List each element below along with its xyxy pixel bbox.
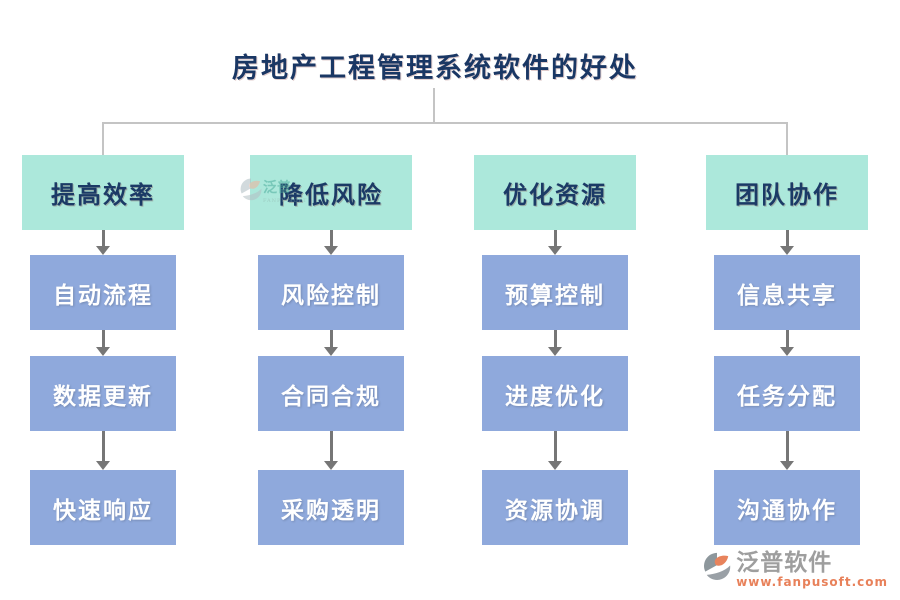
footer-brand: 泛普软件 www.fanpusoft.com bbox=[702, 551, 888, 588]
benefit-box: 沟通协作 bbox=[714, 470, 860, 545]
benefit-box: 自动流程 bbox=[30, 255, 176, 330]
down-arrow-icon bbox=[548, 431, 562, 470]
benefit-box: 采购透明 bbox=[258, 470, 404, 545]
category-column-efficiency: 提高效率 自动流程 数据更新 快速响应 bbox=[22, 155, 184, 545]
down-arrow-icon bbox=[324, 431, 338, 470]
arrow-stem bbox=[101, 330, 105, 347]
category-box: 提高效率 bbox=[22, 155, 184, 230]
fanpu-logo-icon bbox=[704, 552, 731, 581]
benefit-box: 资源协调 bbox=[482, 470, 628, 545]
arrow-stem bbox=[785, 330, 789, 347]
arrow-stem bbox=[785, 431, 789, 461]
category-box: 优化资源 bbox=[474, 155, 636, 230]
arrow-head-icon bbox=[324, 347, 338, 356]
benefit-box: 风险控制 bbox=[258, 255, 404, 330]
arrow-stem bbox=[329, 230, 333, 246]
arrow-head-icon bbox=[780, 246, 794, 255]
brand-name: 泛普软件 bbox=[736, 549, 833, 576]
arrow-head-icon bbox=[96, 347, 110, 356]
arrow-head-icon bbox=[780, 347, 794, 356]
benefit-box: 信息共享 bbox=[714, 255, 860, 330]
tree-connector-stub-left bbox=[102, 122, 104, 155]
arrow-head-icon bbox=[548, 347, 562, 356]
arrow-head-icon bbox=[548, 246, 562, 255]
category-column-resources: 优化资源 预算控制 进度优化 资源协调 bbox=[474, 155, 636, 545]
category-box: 团队协作 bbox=[706, 155, 868, 230]
arrow-stem bbox=[101, 431, 105, 461]
page-title: 房地产工程管理系统软件的好处 bbox=[232, 53, 638, 84]
tree-connector-stub-right bbox=[786, 122, 788, 155]
down-arrow-icon bbox=[548, 230, 562, 255]
tree-connector-vertical bbox=[433, 88, 435, 123]
benefit-box: 合同合规 bbox=[258, 356, 404, 431]
arrow-stem bbox=[785, 230, 789, 246]
arrow-stem bbox=[553, 431, 557, 461]
down-arrow-icon bbox=[96, 330, 110, 356]
benefit-box: 预算控制 bbox=[482, 255, 628, 330]
arrow-head-icon bbox=[96, 246, 110, 255]
benefit-box: 进度优化 bbox=[482, 356, 628, 431]
down-arrow-icon bbox=[780, 330, 794, 356]
down-arrow-icon bbox=[324, 230, 338, 255]
down-arrow-icon bbox=[96, 431, 110, 470]
arrow-stem bbox=[329, 330, 333, 347]
arrow-head-icon bbox=[324, 461, 338, 470]
arrow-stem bbox=[553, 330, 557, 347]
arrow-head-icon bbox=[324, 246, 338, 255]
tree-connector-horizontal bbox=[102, 122, 788, 124]
down-arrow-icon bbox=[324, 330, 338, 356]
down-arrow-icon bbox=[96, 230, 110, 255]
category-column-teamwork: 团队协作 信息共享 任务分配 沟通协作 bbox=[706, 155, 868, 545]
arrow-head-icon bbox=[780, 461, 794, 470]
down-arrow-icon bbox=[780, 431, 794, 470]
arrow-head-icon bbox=[548, 461, 562, 470]
arrow-stem bbox=[101, 230, 105, 246]
benefit-box: 快速响应 bbox=[30, 470, 176, 545]
arrow-stem bbox=[329, 431, 333, 461]
arrow-stem bbox=[553, 230, 557, 246]
down-arrow-icon bbox=[548, 330, 562, 356]
category-box: 降低风险 bbox=[250, 155, 412, 230]
benefit-box: 任务分配 bbox=[714, 356, 860, 431]
benefit-box: 数据更新 bbox=[30, 356, 176, 431]
down-arrow-icon bbox=[780, 230, 794, 255]
brand-url: www.fanpusoft.com bbox=[736, 575, 888, 589]
arrow-head-icon bbox=[96, 461, 110, 470]
category-column-risk: 降低风险 风险控制 合同合规 采购透明 bbox=[250, 155, 412, 545]
